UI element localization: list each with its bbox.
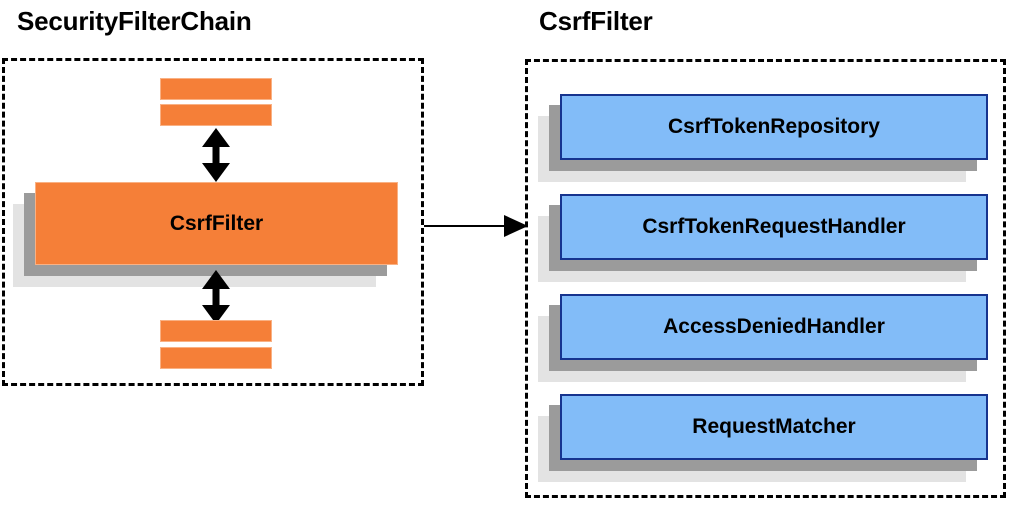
- filter-bar-above-1: [160, 78, 272, 100]
- arrow-head-down-icon: [202, 305, 230, 324]
- component-csrf-token-request-handler[interactable]: CsrfTokenRequestHandler: [538, 194, 988, 282]
- component-label: RequestMatcher: [560, 394, 988, 460]
- arrow-below-csrffilter: [201, 270, 231, 324]
- arrow-head-up-icon: [202, 270, 230, 289]
- csrffilter-detail-panel: [525, 59, 1006, 498]
- connector-arrow: [424, 215, 528, 237]
- arrow-shaft: [212, 286, 220, 308]
- filter-bar-below-2: [160, 347, 272, 369]
- filter-bar-below-1: [160, 320, 272, 342]
- component-label: CsrfTokenRepository: [560, 94, 988, 160]
- arrow-head-right-icon: [504, 215, 528, 237]
- arrow-shaft: [212, 144, 220, 166]
- right-group-title: CsrfFilter: [539, 6, 653, 36]
- arrow-head-up-icon: [202, 128, 230, 147]
- component-label: AccessDeniedHandler: [560, 294, 988, 360]
- arrow-head-down-icon: [202, 163, 230, 182]
- component-access-denied-handler[interactable]: AccessDeniedHandler: [538, 294, 988, 382]
- csrffilter-label: CsrfFilter: [35, 182, 398, 265]
- security-filter-chain-panel: [2, 58, 424, 386]
- component-csrf-token-repository[interactable]: CsrfTokenRepository: [538, 94, 988, 182]
- component-request-matcher[interactable]: RequestMatcher: [538, 394, 988, 482]
- left-group-title: SecurityFilterChain: [17, 6, 252, 36]
- filter-bar-above-2: [160, 104, 272, 126]
- csrffilter-component[interactable]: CsrfFilter: [13, 182, 398, 287]
- connector-shaft: [424, 225, 508, 227]
- arrow-above-csrffilter: [201, 128, 231, 182]
- component-label: CsrfTokenRequestHandler: [560, 194, 988, 260]
